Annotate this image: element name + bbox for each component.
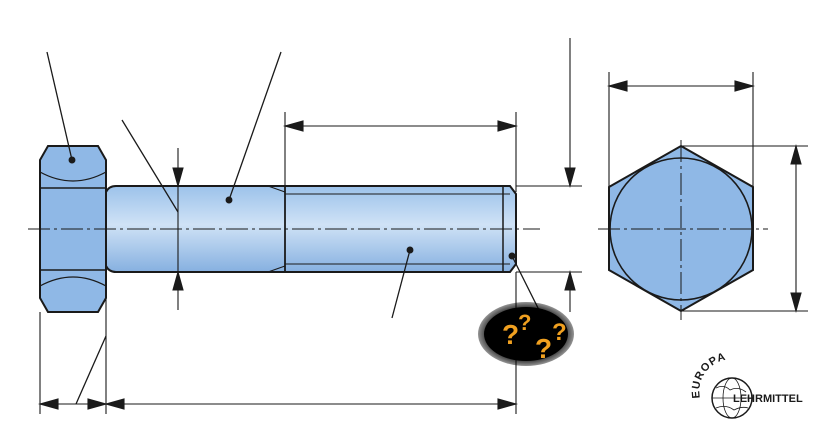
callout-symbol-2: ? <box>518 310 531 335</box>
callout-symbol-1: ? <box>502 319 519 350</box>
logo-side-text: LEHRMITTEL <box>733 393 803 405</box>
globe-icon <box>711 377 753 419</box>
callout-symbol-3: ? <box>535 333 552 364</box>
publisher-logo: EUROPA LEHRMITTEL <box>690 351 803 419</box>
dimension-lines-end <box>606 72 808 314</box>
question-callout: ? ? ? ? <box>478 302 574 366</box>
bolt-head-end-view <box>598 140 768 320</box>
callout-symbol-4: ? <box>552 319 567 346</box>
